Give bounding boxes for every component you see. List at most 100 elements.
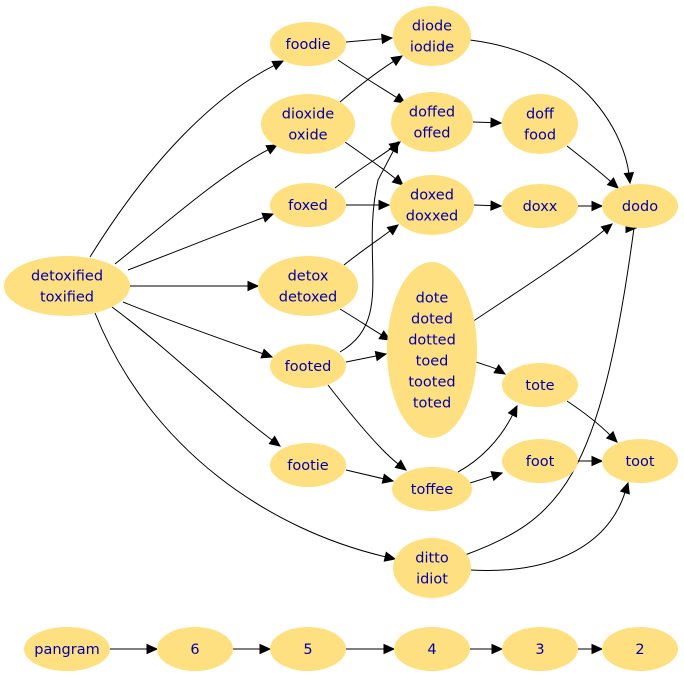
edges-layer <box>89 33 638 655</box>
node-ellipse <box>270 443 346 487</box>
node-label: iodide <box>410 40 454 56</box>
node-ellipse <box>502 439 578 483</box>
edge-doff-to-dodo <box>566 145 619 189</box>
node-ellipse <box>394 627 470 671</box>
arrowhead-icon <box>383 643 396 655</box>
arrowhead-icon <box>623 171 635 185</box>
edge-dote-to-tote <box>475 361 507 375</box>
edge-detox-to-dote <box>339 308 392 341</box>
node-ellipse <box>602 627 678 671</box>
edge-doxx-to-dodo <box>578 200 604 212</box>
node-ellipse <box>502 94 578 154</box>
edge-line <box>339 149 395 353</box>
edge-detox-to-doxed <box>343 224 399 266</box>
arrowhead-icon <box>493 364 507 375</box>
edge-line <box>345 355 378 363</box>
edge-line <box>344 141 397 180</box>
edge-line <box>339 60 395 103</box>
node-label: offed <box>414 126 451 142</box>
node-label: foxed <box>288 198 328 214</box>
edge-line <box>345 469 385 480</box>
node-toot: toot <box>602 439 678 483</box>
edge-line <box>122 301 264 355</box>
arrowhead-icon <box>490 471 504 482</box>
arrowhead-icon <box>261 212 275 223</box>
edge-foodie-to-diode <box>345 33 394 45</box>
edge-detoxified-to-foxed <box>127 212 275 271</box>
edge-footed-to-doffed <box>339 140 399 353</box>
node-label: dote <box>416 291 449 307</box>
node-label: toot <box>625 454 654 470</box>
node-ellipse <box>270 183 346 227</box>
edge-line <box>94 312 387 558</box>
edge-n6-to-n5 <box>233 643 272 655</box>
edge-pangram-to-n6 <box>110 643 159 655</box>
node-pangram: pangram <box>24 627 110 671</box>
node-foot: foot <box>502 439 578 483</box>
edge-line <box>89 64 276 258</box>
node-label: toted <box>413 396 451 412</box>
arrowhead-icon <box>386 224 399 236</box>
arrowhead-icon <box>393 92 407 104</box>
arrowhead-icon <box>507 404 518 418</box>
arrowhead-icon <box>491 643 504 655</box>
edge-foodie-to-doffed <box>337 59 407 104</box>
arrowhead-icon <box>378 330 392 341</box>
node-label: doxxed <box>406 209 458 225</box>
node-label: toffee <box>411 482 453 498</box>
node-doxx: doxx <box>502 184 578 228</box>
edge-n4-to-n3 <box>470 643 504 655</box>
edge-line <box>566 145 612 183</box>
node-ellipse <box>502 363 578 407</box>
edge-line <box>475 361 498 370</box>
node-ellipse <box>270 627 346 671</box>
edge-dote-to-dodo <box>471 223 613 323</box>
arrowhead-icon <box>271 60 285 71</box>
node-label: doxed <box>410 188 454 204</box>
node-label: doffed <box>409 105 455 121</box>
edge-dioxide-to-doxed <box>344 141 404 186</box>
edge-line <box>111 306 274 442</box>
node-label: detoxified <box>31 269 103 285</box>
node-toffee: toffee <box>392 467 472 511</box>
node-label: detox <box>288 269 329 285</box>
node-label: footed <box>285 359 332 375</box>
node-label: doff <box>526 107 555 123</box>
edge-line <box>457 413 514 473</box>
edge-toffee-to-tote <box>457 404 518 473</box>
edge-footie-to-toffee <box>345 469 395 484</box>
arrowhead-icon <box>394 459 407 471</box>
edge-detoxified-to-foodie <box>89 60 285 258</box>
node-label: diode <box>412 19 452 35</box>
edge-foxed-to-doxed <box>346 199 391 211</box>
edge-line <box>472 121 493 124</box>
node-label: 6 <box>190 642 199 658</box>
node-label: food <box>524 128 556 144</box>
node-label: footie <box>287 458 329 474</box>
arrowhead-icon <box>381 33 394 45</box>
arrowhead-icon <box>259 643 272 655</box>
node-ellipse <box>258 256 358 316</box>
edge-detoxified-to-footie <box>111 306 281 447</box>
node-n3: 3 <box>502 627 578 671</box>
node-ellipse <box>387 262 477 438</box>
node-label: 2 <box>635 642 644 658</box>
edge-ditto-to-toot <box>470 481 630 571</box>
node-foodie: foodie <box>270 22 346 66</box>
edge-detoxified-to-detox <box>130 280 260 292</box>
node-label: tooted <box>408 375 455 391</box>
edge-line <box>343 229 392 266</box>
arrowhead-icon <box>391 174 404 186</box>
arrowhead-icon <box>378 199 391 211</box>
node-label: pangram <box>34 642 99 658</box>
node-ellipse <box>393 6 471 66</box>
arrowhead-icon <box>383 551 397 562</box>
node-ellipse <box>502 627 578 671</box>
node-label: tote <box>525 378 554 394</box>
node-label: 5 <box>303 642 312 658</box>
edge-line <box>127 216 265 271</box>
node-label: dotted <box>408 333 456 349</box>
node-label: ditto <box>415 551 449 567</box>
nodes-layer: detoxifiedtoxifiedfoodiedioxideoxidefoxe… <box>4 6 678 671</box>
